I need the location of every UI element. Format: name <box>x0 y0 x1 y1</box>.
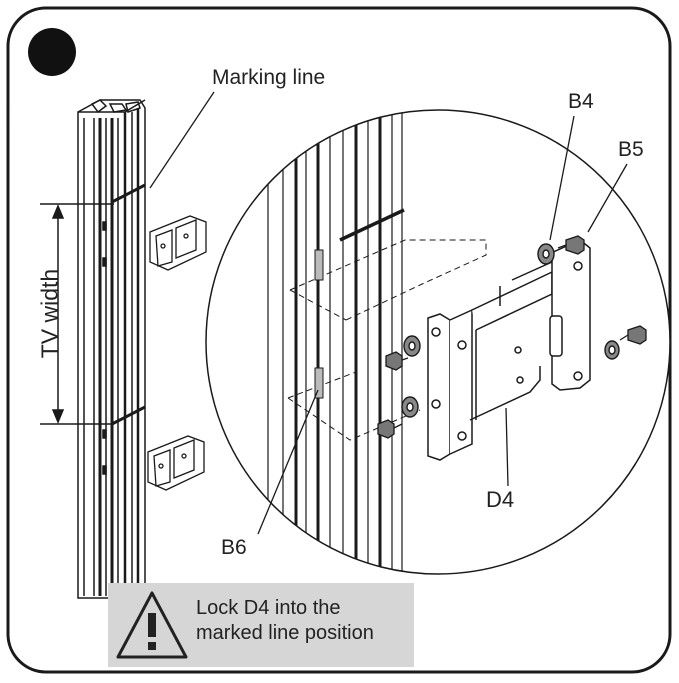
b5-screws <box>377 235 647 439</box>
warning-line-2: marked line position <box>196 622 374 644</box>
small-bracket-bottom <box>147 435 205 491</box>
warning-note: Lock D4 into the marked line position <box>108 583 414 667</box>
tv-width-label: TV width <box>36 268 63 359</box>
leader-lines <box>257 115 628 535</box>
magnified-rail <box>267 110 487 574</box>
vertical-rail <box>77 99 146 599</box>
b4-washers <box>401 243 620 418</box>
small-bracket-top <box>149 215 207 271</box>
tv-width-dimension <box>40 203 114 425</box>
b5-label: B5 <box>618 138 644 161</box>
step-marker <box>28 28 76 76</box>
warning-line-1: Lock D4 into the <box>196 597 341 619</box>
b6-label: B6 <box>221 536 247 559</box>
warning-text: Lock D4 into the marked line position <box>196 596 374 646</box>
marking-line-label: Marking line <box>212 66 326 89</box>
warning-triangle-icon <box>116 591 188 659</box>
d4-label: D4 <box>486 487 515 512</box>
marking-line-leader <box>149 91 215 189</box>
d4-bracket <box>427 239 591 461</box>
b4-label: B4 <box>568 90 594 113</box>
